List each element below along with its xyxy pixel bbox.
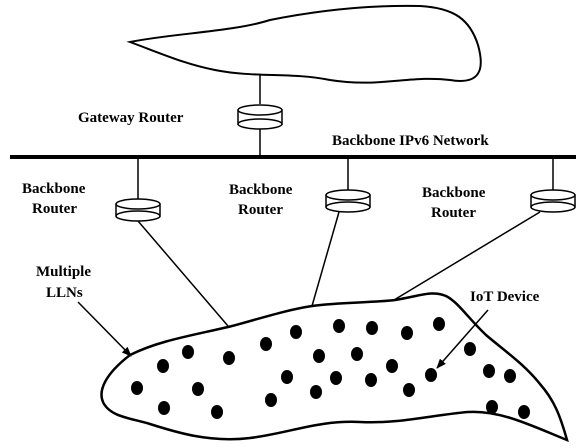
multiple-llns-label-line1: Multiple [36, 264, 91, 280]
backbone-router-2-label-line1: Backbone [229, 182, 293, 198]
iot-device-dot [158, 401, 170, 415]
iot-device-dot [330, 371, 342, 385]
iot-device-dot [483, 364, 495, 378]
iot-device-label: IoT Device [470, 289, 540, 305]
iot-device-dot [290, 325, 302, 339]
iot-device-dot [464, 342, 476, 356]
backbone-router-1-label-line1: Backbone [22, 181, 86, 197]
backbone-router-3-lln-link [393, 211, 541, 301]
backbone-router-3-label-line2: Router [431, 205, 476, 221]
iot-device-dot [310, 385, 322, 399]
iot-device-dot [313, 349, 325, 363]
iot-device-dot [260, 337, 272, 351]
iot-device-dot [504, 369, 516, 383]
multiple-llns-arrow [77, 301, 132, 357]
iot-device-dot [518, 405, 530, 419]
gateway-router-icon [237, 104, 283, 130]
iot-device-dot [366, 321, 378, 335]
iot-devices [131, 317, 530, 419]
backbone-router-1-label-line2: Router [32, 201, 77, 217]
iot-device-arrow [436, 309, 489, 369]
gateway-router-label: Gateway Router [78, 110, 184, 126]
iot-device-dot [157, 359, 169, 373]
iot-device-dot [281, 370, 293, 384]
iot-device-dot [433, 317, 445, 331]
iot-device-dot [425, 368, 437, 382]
multiple-llns-label-line2: LLNs [46, 285, 83, 301]
backbone-router-3-label-line1: Backbone [422, 185, 486, 201]
iot-device-dot [365, 373, 377, 387]
iot-device-dot [403, 383, 415, 397]
backbone-router-1-icon [115, 198, 161, 222]
iot-device-dot [386, 359, 398, 373]
external-network-cloud [126, 4, 482, 84]
iot-device-dot [351, 347, 363, 361]
iot-device-dot [223, 351, 235, 365]
iot-device-dot [401, 326, 413, 340]
backbone-router-2-icon [325, 189, 371, 213]
iot-device-dot [265, 393, 277, 407]
iot-device-dot [192, 382, 204, 396]
backbone-network-label: Backbone IPv6 Network [332, 133, 489, 149]
iot-device-dot [333, 319, 345, 333]
iot-device-dot [131, 381, 143, 395]
iot-device-dot [486, 400, 498, 414]
lln-cloud [100, 292, 569, 443]
backbone-router-2-label-line2: Router [238, 202, 283, 218]
iot-device-dot [182, 345, 194, 359]
backbone-router-2-lln-link [311, 211, 340, 307]
backbone-router-3-icon [530, 189, 576, 213]
iot-device-dot [211, 405, 223, 419]
backbone-router-1-lln-link [137, 220, 229, 327]
